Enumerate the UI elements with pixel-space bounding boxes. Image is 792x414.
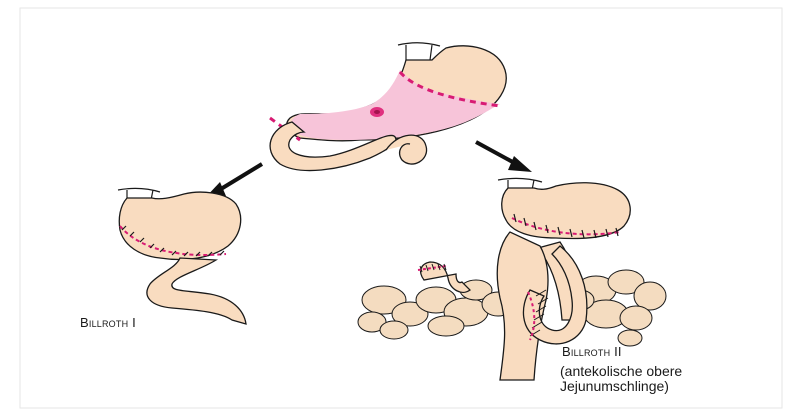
billroth-1-label: Billroth I	[80, 316, 136, 329]
ulcer-core	[374, 110, 380, 114]
stomach-remnant-b2	[502, 183, 631, 239]
billroth-2-text: Billroth II	[562, 344, 622, 359]
stomach-remnant-b1	[119, 192, 240, 259]
billroth-2-subtitle-line1: (antekolische obere	[560, 364, 682, 378]
billroth-1-text: Billroth I	[80, 315, 136, 330]
billroth-2-subtitle-line2: Jejunumschlinge)	[560, 379, 669, 393]
billroth-2-label: Billroth II	[562, 345, 622, 358]
